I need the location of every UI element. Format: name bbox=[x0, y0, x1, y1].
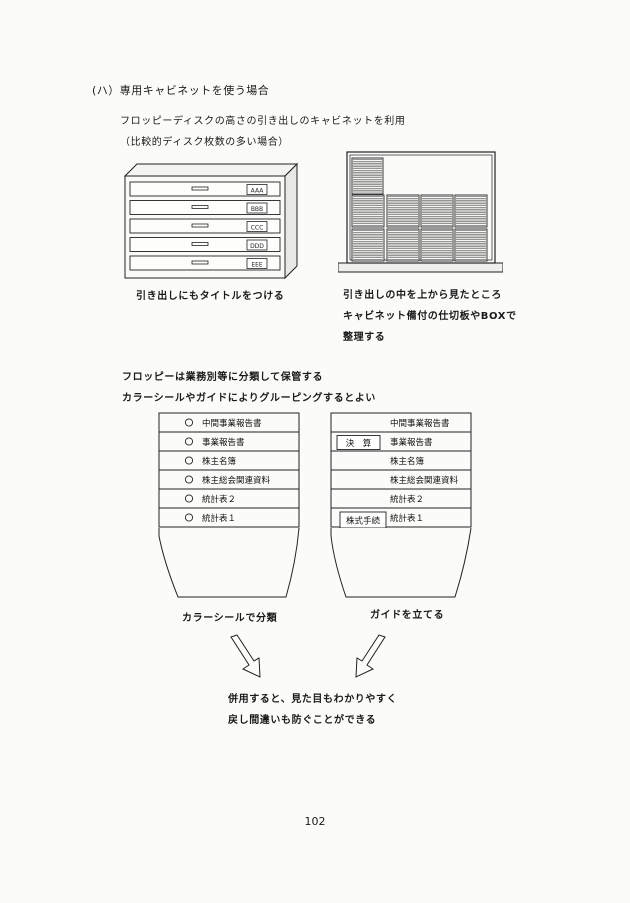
drawer-handle-icon bbox=[191, 205, 209, 209]
arrow-down-left-icon bbox=[355, 634, 386, 678]
drawer-label: DDD bbox=[250, 243, 264, 250]
disk-box bbox=[454, 228, 488, 262]
cabinet-drawers: AAA BBB CCC DDD EEE bbox=[129, 181, 281, 271]
drawer-label-box bbox=[246, 184, 268, 195]
drawer-label-box bbox=[246, 239, 268, 251]
grouping-line-1: フロッピーは業務別等に分類して保管する bbox=[122, 372, 324, 383]
drawer-label: EEE bbox=[251, 262, 263, 269]
floppy-row-label: 統計表１ bbox=[202, 513, 236, 524]
drawer-label: CCC bbox=[251, 225, 264, 232]
floppy-row: 中間事業報告書 bbox=[330, 412, 472, 433]
cabinet-drawer bbox=[129, 218, 281, 234]
color-seal-icon bbox=[184, 513, 194, 522]
disk-box bbox=[420, 194, 454, 228]
drawer-handle-icon bbox=[191, 242, 209, 246]
section-heading: (ハ）専用キャビネットを使う場合 bbox=[92, 84, 270, 97]
divider-boxes bbox=[351, 157, 488, 262]
floppy-row-label: 中間事業報告書 bbox=[390, 418, 450, 429]
floppy-row-label: 株主総会関連資料 bbox=[202, 475, 271, 486]
floppy-row-label: 株主名簿 bbox=[390, 456, 425, 467]
grouping-line-2: カラーシールやガイドによりグルーピングするとよい bbox=[122, 393, 376, 404]
conclusion-line-2: 戻し間違いも防ぐことができる bbox=[228, 715, 377, 726]
floppy-row-label: 株主名簿 bbox=[202, 456, 237, 467]
guide-tab-label: 株式手続 bbox=[346, 516, 381, 527]
guide-tab: 決 算 bbox=[336, 435, 381, 450]
section-subtitle: フロッピーディスクの高さの引き出しのキャビネットを利用 bbox=[120, 116, 406, 127]
floppy-row-label: 株主総会関連資料 bbox=[390, 475, 459, 486]
floppy-row: 統計表２ bbox=[330, 488, 472, 509]
drawer-label-box bbox=[246, 258, 268, 269]
top-view-caption-line-3: 整理する bbox=[343, 332, 386, 343]
cabinet-drawer bbox=[129, 200, 281, 215]
cabinet-drawer bbox=[129, 237, 281, 252]
floppy-row-label: 事業報告書 bbox=[202, 437, 245, 448]
floppy-row-label: 事業報告書 bbox=[390, 437, 433, 448]
floppy-row: 統計表１ bbox=[158, 507, 300, 528]
disk-box bbox=[386, 194, 420, 228]
drawer-label-box bbox=[246, 202, 268, 214]
floppy-row: 統計表２ bbox=[158, 488, 300, 509]
disk-box bbox=[351, 157, 384, 195]
cabinet-drawer bbox=[129, 255, 281, 271]
cabinet-illustration: AAA BBB CCC DDD EEE bbox=[123, 162, 299, 280]
drawer-handle-icon bbox=[191, 223, 209, 228]
floppy-row-label: 統計表２ bbox=[390, 494, 424, 505]
arrow-down-right-icon bbox=[230, 634, 261, 678]
floppy-row: 株主総会関連資料 bbox=[158, 469, 300, 490]
guide-tab-label: 決 算 bbox=[346, 438, 372, 449]
drawer-handle-icon bbox=[191, 186, 209, 191]
disk-box bbox=[351, 228, 385, 262]
color-seal-caption: カラーシールで分類 bbox=[182, 613, 278, 624]
floppy-row: 株主名簿 bbox=[158, 450, 300, 471]
guide-caption: ガイドを立てる bbox=[370, 610, 445, 621]
section-subtitle-note: （比較的ディスク枚数の多い場合） bbox=[120, 137, 289, 148]
color-seal-icon bbox=[184, 418, 194, 427]
drawer-label: BBB bbox=[251, 206, 263, 213]
top-view-caption-line-1: 引き出しの中を上から見たところ bbox=[343, 290, 502, 301]
floppy-row: 株主名簿 bbox=[330, 450, 472, 471]
floppy-row-label: 中間事業報告書 bbox=[202, 418, 262, 429]
color-seal-icon bbox=[184, 475, 194, 484]
disk-box bbox=[351, 194, 385, 228]
disk-box bbox=[420, 228, 454, 262]
disk-box bbox=[454, 194, 488, 228]
top-view-caption-line-2: キャビネット備付の仕切板やBOXで bbox=[343, 311, 517, 322]
cabinet-drawer bbox=[129, 181, 281, 197]
disk-box bbox=[386, 228, 420, 262]
color-seal-icon bbox=[184, 456, 194, 465]
floppy-row-label: 統計表１ bbox=[390, 513, 424, 524]
guide-tab: 株式手続 bbox=[339, 511, 387, 529]
floppy-row: 事業報告書 bbox=[158, 431, 300, 452]
floppy-row: 株主総会関連資料 bbox=[330, 469, 472, 490]
conclusion-line-1: 併用すると、見た目もわかりやすく bbox=[228, 694, 398, 705]
floppy-row: 中間事業報告書 bbox=[158, 412, 300, 433]
floppy-row-label: 統計表２ bbox=[202, 494, 236, 505]
page-number: 102 bbox=[304, 815, 326, 828]
cabinet-caption: 引き出しにもタイトルをつける bbox=[136, 291, 285, 302]
drawer-top-view bbox=[338, 151, 503, 273]
drawer-label-box bbox=[246, 221, 268, 232]
color-seal-icon bbox=[184, 437, 194, 446]
drawer-handle-icon bbox=[191, 260, 209, 265]
drawer-label: AAA bbox=[251, 188, 265, 195]
color-seal-icon bbox=[184, 494, 194, 503]
